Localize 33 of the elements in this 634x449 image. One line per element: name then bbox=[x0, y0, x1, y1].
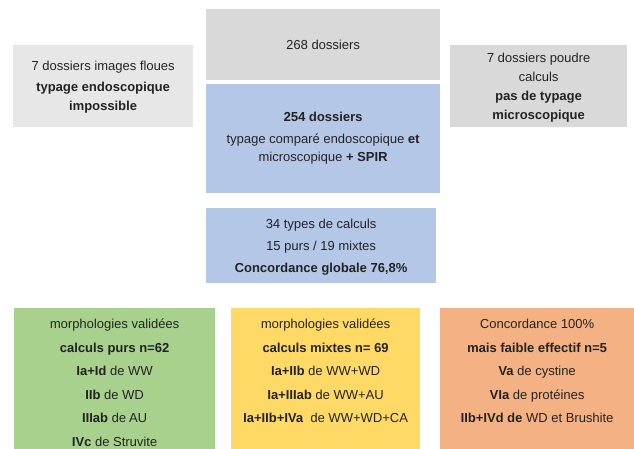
box-text: typage endoscopique impossible bbox=[35, 78, 171, 114]
text-box bbox=[14, 308, 215, 449]
box-text: typage comparé endoscopique et microscopique + SPIR bbox=[226, 130, 420, 166]
box-text: mais faible effectif n=5 bbox=[467, 338, 607, 356]
text-box bbox=[450, 45, 627, 127]
box-text: morphologies validées bbox=[50, 315, 180, 333]
box-text: 15 purs / 19 mixtes bbox=[266, 236, 376, 255]
box-text: calculs purs n=62 bbox=[60, 338, 170, 357]
box-text: calculs mixtes n= 69 bbox=[262, 338, 389, 356]
text-box bbox=[231, 308, 420, 449]
box-text: VIa de protéines bbox=[490, 386, 584, 404]
box-text: IIIab de AU bbox=[82, 409, 148, 427]
box-text: 268 dossiers bbox=[286, 36, 360, 54]
box-text: Ia+IIIab de WW+AU bbox=[267, 386, 384, 404]
box-text: 34 types de calculs bbox=[266, 214, 376, 233]
box-text: Ia+IIb+IVa de WW+WD+CA bbox=[243, 409, 408, 427]
text-box bbox=[206, 208, 436, 283]
box-text: 254 dossiers bbox=[284, 108, 362, 126]
text-box bbox=[206, 9, 440, 80]
text-box bbox=[13, 45, 193, 127]
box-text: IIb de WD bbox=[85, 386, 144, 404]
box-text: morphologies validées bbox=[260, 315, 390, 333]
box-text: 7 dossiers images floues bbox=[31, 56, 175, 74]
box-text: pas de typage microscopique bbox=[491, 87, 586, 124]
box-text: IVc de Struvite bbox=[72, 432, 158, 449]
box-text: Va de cystine bbox=[498, 362, 576, 380]
box-text: Concordance 100% bbox=[480, 315, 594, 333]
box-text: IIb+IVd de WD et Brushite bbox=[460, 409, 614, 427]
box-text: Concordance globale 76,8% bbox=[234, 258, 408, 277]
box-text: Ia+IIb de WW+WD bbox=[270, 362, 380, 380]
text-box bbox=[206, 84, 440, 193]
text-box bbox=[440, 308, 634, 449]
box-text: Ia+Id de WW bbox=[76, 362, 153, 380]
